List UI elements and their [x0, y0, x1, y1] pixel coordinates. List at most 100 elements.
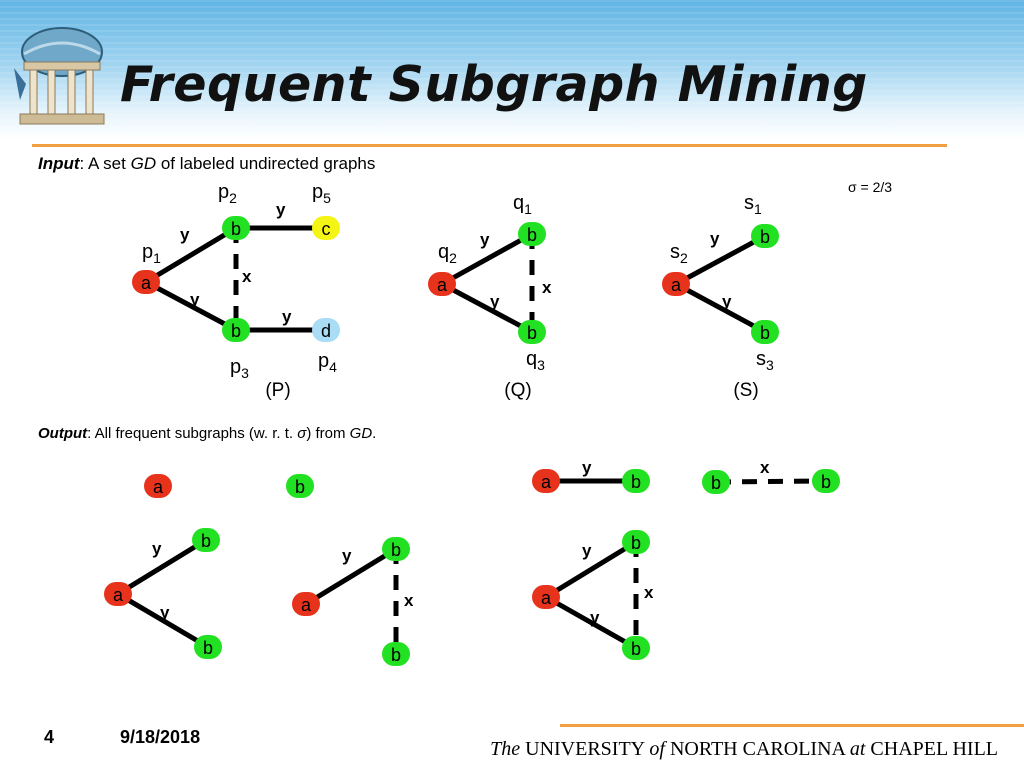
edge-p1-p2	[144, 225, 238, 285]
footer-the: The	[490, 738, 521, 760]
node-q1	[518, 222, 546, 246]
input-post: of labeled undirected graphs	[156, 154, 376, 173]
f7-node-1	[532, 585, 560, 609]
input-description: Input: A set GD of labeled undirected gr…	[38, 154, 375, 174]
f7-edge-label-2: x	[644, 583, 654, 602]
input-label: Input	[38, 154, 80, 173]
node-s1-label: b	[760, 227, 770, 247]
footer-rule	[560, 724, 1024, 727]
node-p3	[222, 318, 250, 342]
f6-edge-0	[304, 546, 398, 607]
node-p1-label: a	[141, 273, 152, 293]
header-band	[0, 0, 1024, 140]
f1-node-0	[144, 474, 172, 498]
output-pre: : All frequent subgraphs (w. r. t.	[87, 425, 298, 442]
f3-node-1-label: b	[631, 472, 641, 492]
output-label: Output	[38, 425, 88, 442]
f7-node-0-label: b	[631, 533, 641, 553]
edge-label-q1-q3: x	[542, 278, 552, 297]
f1-node-0-label: a	[153, 477, 164, 497]
edge-q2-q1	[440, 231, 534, 287]
f5-edge-label-1: y	[160, 603, 170, 622]
f5-node-2	[194, 635, 222, 659]
f5-node-1	[104, 582, 132, 606]
slide-title: Frequent Subgraph Mining	[120, 56, 868, 113]
f4-edge-label-0: x	[760, 458, 770, 477]
f7-edge-1	[544, 594, 638, 651]
f6-edge-label-1: x	[404, 591, 414, 610]
output-post: .	[372, 425, 377, 442]
header-stripes	[0, 0, 1024, 140]
f4-node-0-label: b	[711, 473, 721, 493]
node-p1	[132, 270, 160, 294]
f6-edge-label-0: y	[342, 546, 352, 565]
node-q2-label: a	[437, 275, 448, 295]
edge-s2-s1	[674, 233, 767, 287]
edge-label-p1-p3: y	[190, 290, 200, 309]
edge-label-p1-p2: y	[180, 225, 190, 244]
vertex-name-q3: q3	[526, 348, 545, 373]
slide-number: 4	[44, 727, 55, 747]
node-p5-label: c	[322, 219, 331, 239]
f5-edge-0	[116, 537, 208, 597]
f2-node-0	[286, 474, 314, 498]
node-p4-label: d	[321, 321, 331, 341]
footer-of: of	[649, 738, 665, 760]
input-var: GD	[130, 154, 157, 173]
node-q2	[428, 272, 456, 296]
f5-node-0	[192, 528, 220, 552]
edge-label-p2-p3: x	[242, 267, 252, 286]
node-s2-label: a	[671, 275, 682, 295]
edge-label-s2-s1: y	[710, 229, 720, 248]
output-description: Output: All frequent subgraphs (w. r. t.…	[38, 425, 376, 442]
f6-node-0-label: b	[391, 540, 401, 560]
node-q3	[518, 320, 546, 344]
output-var: GD	[349, 425, 373, 442]
slide-date: 9/18/2018	[120, 727, 201, 747]
output-sigma: σ	[297, 425, 307, 442]
vertex-name-s1: s1	[744, 192, 762, 217]
node-q3-label: b	[527, 323, 537, 343]
f5-node-2-label: b	[203, 638, 213, 658]
f7-edge-0	[544, 539, 638, 600]
graph-caption-S: (S)	[733, 380, 758, 401]
vertex-name-s3: s3	[756, 348, 774, 373]
sigma-threshold: σ = 2/3	[848, 179, 893, 195]
vertex-name-q2: q2	[438, 241, 457, 266]
university-footer: The UNIVERSITY of NORTH CAROLINA at CHAP…	[490, 738, 998, 761]
f5-node-0-label: b	[201, 531, 211, 551]
f4-node-1-label: b	[821, 472, 831, 492]
node-p3-label: b	[231, 321, 241, 341]
edge-q2-q3	[440, 281, 534, 335]
node-s3	[751, 320, 779, 344]
node-s1	[751, 224, 779, 248]
f4-node-0	[702, 470, 730, 494]
vertex-name-s2: s2	[670, 241, 688, 266]
f3-node-0	[532, 469, 560, 493]
node-p5	[312, 216, 340, 240]
f6-node-1	[292, 592, 320, 616]
node-p2	[222, 216, 250, 240]
f6-node-0	[382, 537, 410, 561]
f7-node-0	[622, 530, 650, 554]
graph-caption-P: (P)	[265, 380, 290, 401]
input-pre: : A set	[79, 154, 131, 173]
f3-edge-label-0: y	[582, 458, 592, 477]
edge-label-p3-p4: y	[282, 307, 292, 326]
footer-city: CHAPEL HILL	[870, 738, 998, 760]
old-well-icon	[10, 22, 110, 137]
vertex-name-p5: p5	[312, 181, 331, 206]
footer-state: NORTH CAROLINA	[669, 738, 845, 760]
edge-s2-s3	[674, 281, 767, 335]
node-p4	[312, 318, 340, 342]
f4-node-1	[812, 469, 840, 493]
title-underline	[32, 144, 947, 147]
f7-edge-label-1: y	[590, 608, 600, 627]
f7-node-2-label: b	[631, 639, 641, 659]
node-s3-label: b	[760, 323, 770, 343]
node-s2	[662, 272, 690, 296]
vertex-name-p4: p4	[318, 350, 337, 375]
f6-node-2	[382, 642, 410, 666]
output-mid: ) from	[306, 425, 350, 442]
